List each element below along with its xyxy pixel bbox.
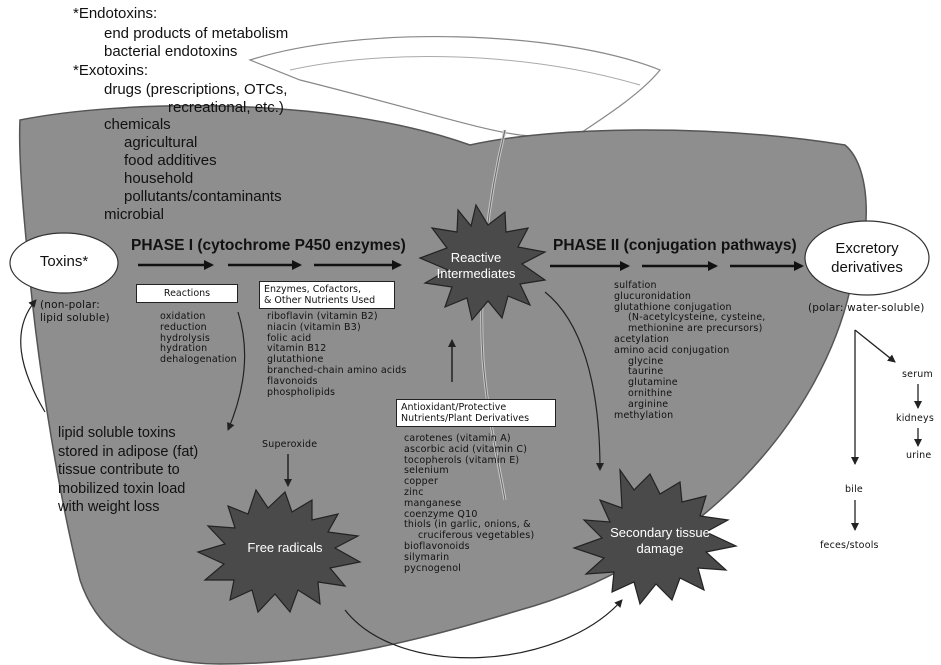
chemical-item: pollutants/contaminants bbox=[124, 189, 282, 205]
antioxidant-label-line2: Nutrients/Plant Derivatives bbox=[401, 413, 551, 424]
chemical-item: food additives bbox=[124, 153, 217, 169]
excretory-label: Excretory derivatives bbox=[808, 240, 926, 278]
enzyme-item: flavonoids bbox=[267, 377, 407, 388]
endotoxin-item: bacterial endotoxins bbox=[104, 44, 237, 60]
antioxidant-item: pycnogenol bbox=[404, 564, 534, 575]
reactive-label-line1: Reactive bbox=[430, 250, 522, 266]
toxins-label: Toxins* bbox=[14, 254, 114, 270]
pathway-item: amino acid conjugation bbox=[614, 346, 766, 357]
reaction-item: reduction bbox=[160, 323, 237, 334]
endotoxin-item: end products of metabolism bbox=[104, 26, 288, 42]
urine-label: urine bbox=[906, 451, 931, 462]
serum-label: serum bbox=[902, 370, 933, 381]
toxins-note-line2: lipid soluble) bbox=[40, 313, 110, 324]
reaction-item: dehalogenation bbox=[160, 355, 237, 366]
enzymes-list: riboflavin (vitamin B2) niacin (vitamin … bbox=[267, 312, 407, 398]
free-radicals-label: Free radicals bbox=[215, 541, 355, 555]
to-serum-arrow bbox=[855, 330, 895, 362]
bile-label: bile bbox=[845, 485, 863, 496]
secondary-damage-label: Secondary tissue damage bbox=[595, 525, 725, 558]
enzyme-item: niacin (vitamin B3) bbox=[267, 323, 407, 334]
excretory-line2: derivatives bbox=[808, 259, 926, 278]
secondary-line2: damage bbox=[595, 541, 725, 557]
drugs-line1: drugs (prescriptions, OTCs, bbox=[104, 82, 287, 98]
reactive-label-line2: Intermediates bbox=[430, 266, 522, 282]
pathway-item: methylation bbox=[614, 411, 766, 422]
endotoxins-heading: *Endotoxins: bbox=[73, 6, 157, 22]
lipid-note-line: with weight loss bbox=[58, 498, 198, 517]
excretory-line1: Excretory bbox=[808, 240, 926, 259]
phase2-title: PHASE II (conjugation pathways) bbox=[553, 238, 797, 254]
reactions-list: oxidation reduction hydrolysis hydration… bbox=[160, 312, 237, 366]
kidneys-label: kidneys bbox=[896, 414, 934, 425]
enzymes-label: Enzymes, Cofactors, & Other Nutrients Us… bbox=[259, 281, 395, 309]
lipid-note-line: mobilized toxin load bbox=[58, 480, 198, 499]
secondary-line1: Secondary tissue bbox=[595, 525, 725, 541]
feces-label: feces/stools bbox=[820, 541, 879, 552]
lipid-note: lipid soluble toxins stored in adipose (… bbox=[58, 424, 198, 517]
chemical-item: household bbox=[124, 171, 193, 187]
antioxidant-label-line1: Antioxidant/Protective bbox=[401, 402, 551, 413]
exotoxins-heading: *Exotoxins: bbox=[73, 63, 148, 79]
microbial-item: microbial bbox=[104, 207, 164, 223]
antioxidant-label: Antioxidant/Protective Nutrients/Plant D… bbox=[396, 399, 556, 427]
superoxide-label: Superoxide bbox=[262, 440, 317, 451]
reactions-label: Reactions bbox=[136, 284, 238, 303]
antioxidant-item: ascorbic acid (vitamin C) bbox=[404, 445, 534, 456]
antioxidant-item: silymarin bbox=[404, 553, 534, 564]
antioxidant-list: carotenes (vitamin A) ascorbic acid (vit… bbox=[404, 434, 534, 574]
enzymes-label-line2: & Other Nutrients Used bbox=[264, 295, 390, 306]
enzyme-item: phospholipids bbox=[267, 388, 407, 399]
enzymes-label-line1: Enzymes, Cofactors, bbox=[264, 284, 390, 295]
pathway-item: arginine bbox=[614, 400, 766, 411]
lipid-note-line: tissue contribute to bbox=[58, 461, 198, 480]
toxins-note-line1: (non-polar: bbox=[40, 300, 100, 311]
chemicals-heading: chemicals bbox=[104, 117, 171, 133]
phase1-title: PHASE I (cytochrome P450 enzymes) bbox=[131, 238, 406, 254]
excretory-note: (polar: water-soluble) bbox=[808, 303, 925, 314]
drugs-line2: recreational, etc.) bbox=[168, 100, 284, 116]
chemical-item: agricultural bbox=[124, 135, 197, 151]
reactive-label: Reactive Intermediates bbox=[430, 250, 522, 281]
pathway-item: glucuronidation bbox=[614, 292, 766, 303]
antioxidant-item: manganese bbox=[404, 499, 534, 510]
lipid-note-line: stored in adipose (fat) bbox=[58, 443, 198, 462]
lipid-note-line: lipid soluble toxins bbox=[58, 424, 198, 443]
phase2-list: sulfation glucuronidation glutathione co… bbox=[614, 281, 766, 421]
